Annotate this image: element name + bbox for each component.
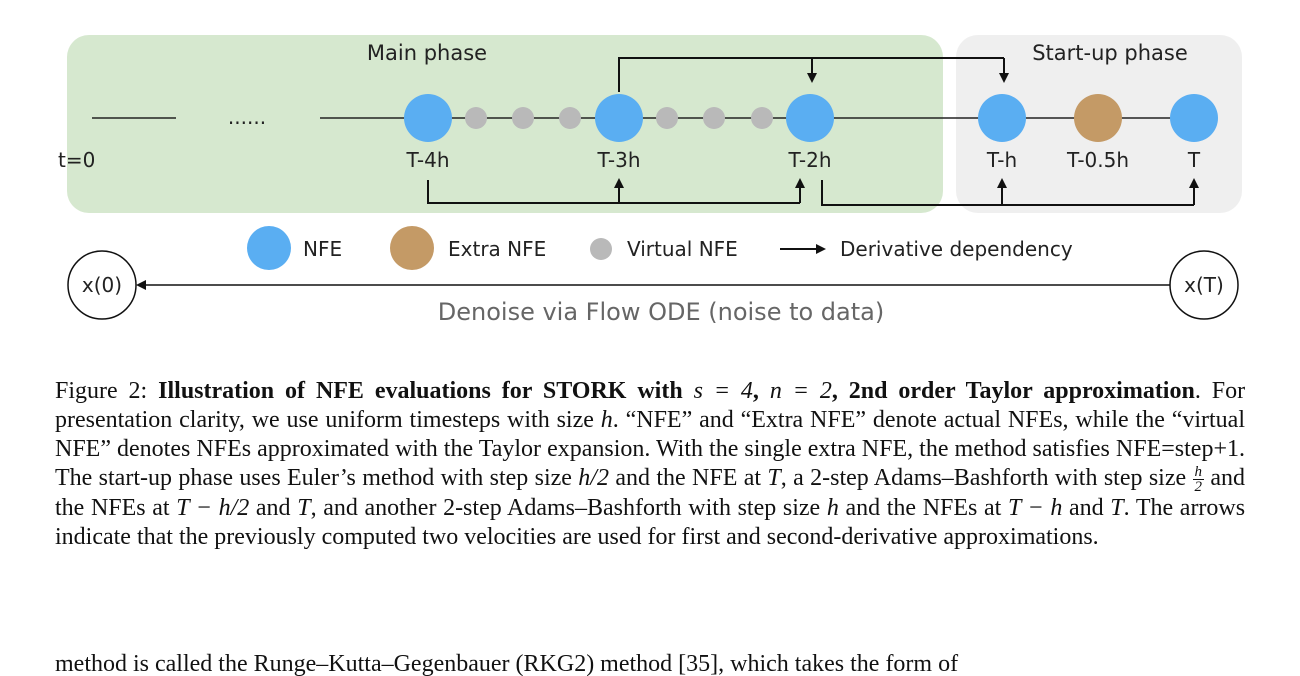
x0-label: x(0) [82, 273, 122, 297]
time-label: T [1187, 148, 1201, 172]
caption-eq-s: s = 4 [693, 378, 753, 404]
main-phase-label: Main phase [367, 41, 487, 65]
dependency-arrow-top [618, 57, 1004, 92]
virtual-nfe-dot [656, 107, 678, 129]
caption-comma: , [831, 378, 838, 404]
caption-math: T [297, 494, 311, 521]
fraction-numerator: h [1192, 463, 1205, 480]
nfe-diagram: Main phase Start-up phase ...... t=0 T-4… [58, 35, 1242, 326]
time-label: T-3h [597, 148, 641, 172]
caption-math: h/2 [578, 465, 609, 491]
caption-fig-label: Figure 2: [55, 378, 148, 404]
time-label: T-4h [406, 148, 450, 172]
caption-math: h [826, 494, 839, 521]
nfe-node-t-h [978, 94, 1026, 142]
time-label: T-2h [788, 148, 832, 172]
fraction-denominator: 2 [1194, 478, 1203, 495]
caption-text: , a 2-step Adams–Bashforth with step siz… [780, 465, 1187, 491]
time-label: T-h [986, 148, 1017, 172]
caption-math: T − h [1007, 494, 1063, 521]
ode-label: Denoise via Flow ODE (noise to data) [438, 298, 884, 326]
caption-math: T − h/2 [176, 494, 250, 521]
caption-text: and [1069, 494, 1104, 521]
legend-nfe-label: NFE [303, 237, 342, 261]
caption-text: and the NFE at [615, 465, 762, 491]
virtual-nfe-dot [512, 107, 534, 129]
time-label: T-0.5h [1066, 148, 1129, 172]
legend-virtual-nfe-swatch [590, 238, 612, 260]
nfe-node-t-3h [595, 94, 643, 142]
caption-text: and the NFEs at [55, 465, 1246, 521]
legend-extra-nfe-swatch [390, 226, 434, 270]
caption-text: . “NFE” and “Extra NFE” denote actual NF… [55, 407, 1246, 491]
legend-derivative-label: Derivative dependency [840, 237, 1073, 261]
virtual-nfe-dot [751, 107, 773, 129]
nfe-node-t-2h [786, 94, 834, 142]
nfe-node-t [1170, 94, 1218, 142]
timeline-ellipsis: ...... [228, 105, 266, 129]
virtual-nfe-dot [559, 107, 581, 129]
t0-label: t=0 [58, 148, 95, 172]
xT-label: x(T) [1184, 273, 1224, 297]
body-text-cutoff: method is called the Runge–Kutta–Gegenba… [55, 651, 959, 676]
startup-phase-label: Start-up phase [1032, 41, 1188, 65]
nfe-node-t-4h [404, 94, 452, 142]
legend-virtual-nfe-label: Virtual NFE [627, 237, 738, 261]
caption-text: . For presentation clarity, we use unifo… [55, 378, 1246, 433]
dependency-arrow-bottom [821, 180, 1194, 206]
caption-text: , and another 2-step Adams–Bashforth wit… [310, 494, 821, 521]
virtual-nfe-dot [465, 107, 487, 129]
caption-text: and [255, 494, 291, 521]
caption-title-b: 2nd order Taylor approximation [848, 378, 1195, 404]
caption-math: T [1110, 494, 1124, 521]
caption-text: . The arrows indicate that the previousl… [55, 494, 1246, 550]
virtual-nfe-dot [703, 107, 725, 129]
extra-nfe-node-t-0.5h [1074, 94, 1122, 142]
caption-eq-n: n = 2 [769, 378, 832, 404]
caption-comma: , [752, 378, 759, 404]
caption-title-a: Illustration of NFE evaluations for STOR… [158, 378, 683, 404]
figure-caption: Figure 2: Illustration of NFE evaluation… [55, 377, 1245, 552]
legend-extra-nfe-label: Extra NFE [448, 237, 546, 261]
main-phase-box [67, 35, 943, 213]
caption-math: h [600, 407, 613, 433]
legend-nfe-swatch [247, 226, 291, 270]
caption-text: and the NFEs at [845, 494, 1002, 521]
dependency-arrow-bottom [427, 180, 800, 204]
caption-math: T [767, 465, 781, 491]
